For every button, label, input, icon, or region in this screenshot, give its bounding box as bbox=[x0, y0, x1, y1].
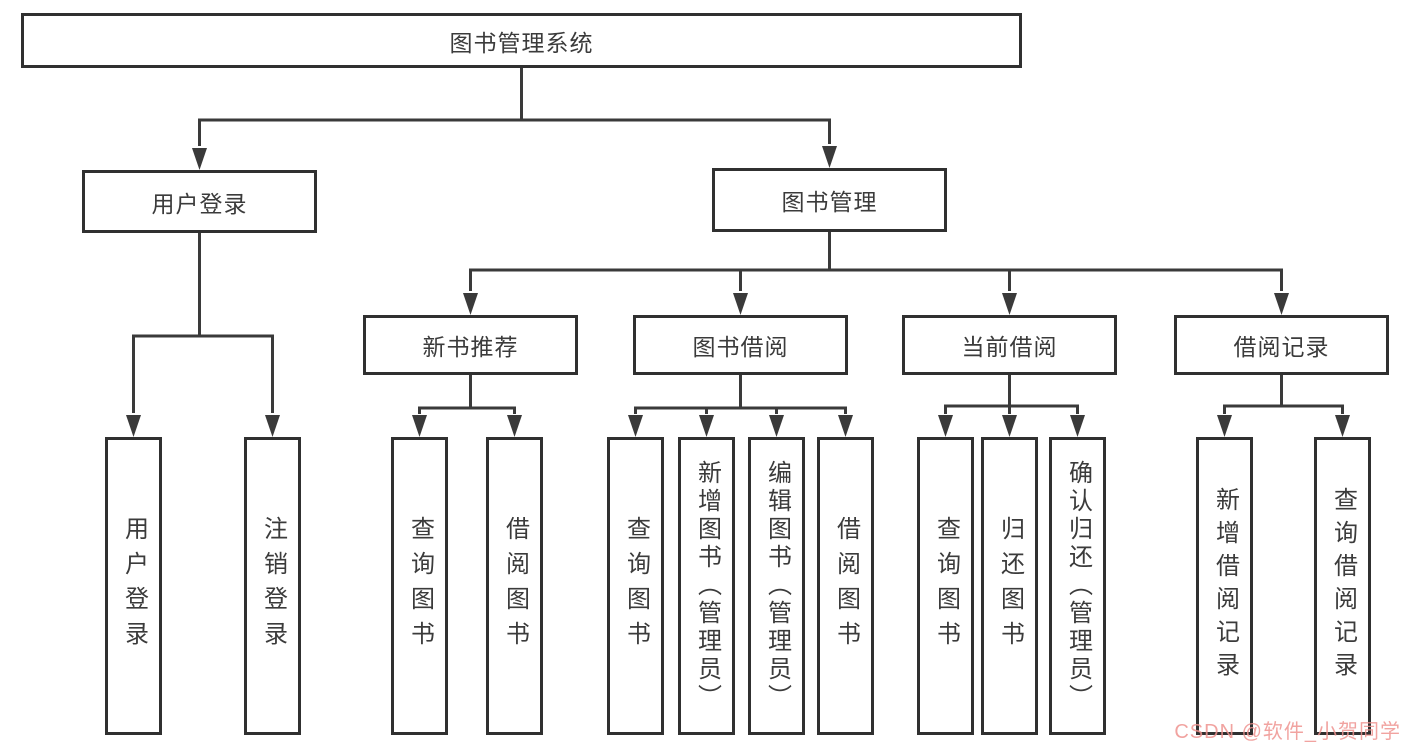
arrow-down-icon bbox=[412, 415, 427, 437]
leaf-query-borrow-record: 查询借阅记录 bbox=[1314, 437, 1371, 735]
leaf-query-books-2: 查询图书 bbox=[607, 437, 664, 735]
arrow-down-icon bbox=[822, 146, 837, 168]
connector-path bbox=[132, 68, 1344, 414]
arrow-down-icon bbox=[838, 415, 853, 437]
leaf-add-borrow-record: 新增借阅记录 bbox=[1196, 437, 1253, 735]
arrow-down-icon bbox=[938, 415, 953, 437]
arrow-down-icon bbox=[463, 293, 478, 315]
leaf-label: 借阅图书 bbox=[501, 516, 529, 656]
leaf-query-books-1: 查询图书 bbox=[391, 437, 448, 735]
arrow-down-icon bbox=[265, 415, 280, 437]
leaf-label: 用户登录 bbox=[120, 516, 148, 656]
leaf-query-books-3: 查询图书 bbox=[917, 437, 974, 735]
leaf-add-book-admin: 新增图书（管理员） bbox=[678, 437, 735, 735]
arrow-down-icon bbox=[1070, 415, 1085, 437]
arrow-down-icon bbox=[1217, 415, 1232, 437]
leaf-label: 查询图书 bbox=[932, 516, 960, 656]
node-book-management: 图书管理 bbox=[712, 168, 947, 232]
leaf-label: 新增借阅记录 bbox=[1211, 487, 1239, 685]
leaf-borrow-books-1: 借阅图书 bbox=[486, 437, 543, 735]
node-label: 新书推荐 bbox=[422, 334, 519, 360]
leaf-label: 查询图书 bbox=[406, 516, 434, 656]
leaf-borrow-books-2: 借阅图书 bbox=[817, 437, 874, 735]
node-new-book-recommend: 新书推荐 bbox=[363, 315, 578, 375]
arrow-down-icon bbox=[507, 415, 522, 437]
arrow-down-icon bbox=[1002, 415, 1017, 437]
node-user-login: 用户登录 bbox=[82, 170, 317, 233]
node-library-management-system: 图书管理系统 bbox=[21, 13, 1022, 68]
arrow-down-icon bbox=[126, 415, 141, 437]
arrow-down-icon bbox=[1002, 293, 1017, 315]
node-label: 图书管理系统 bbox=[449, 29, 594, 56]
node-label: 当前借阅 bbox=[961, 334, 1058, 360]
leaf-user-login: 用户登录 bbox=[105, 437, 162, 735]
arrow-down-icon bbox=[1335, 415, 1350, 437]
arrowheads bbox=[126, 146, 1350, 437]
node-current-borrowing: 当前借阅 bbox=[902, 315, 1117, 375]
node-label: 借阅记录 bbox=[1233, 334, 1330, 360]
arrow-down-icon bbox=[1274, 293, 1289, 315]
node-borrowing-records: 借阅记录 bbox=[1174, 315, 1389, 375]
leaf-label: 归还图书 bbox=[996, 516, 1024, 656]
leaf-label: 查询图书 bbox=[622, 516, 650, 656]
leaf-logout: 注销登录 bbox=[244, 437, 301, 735]
leaf-return-book: 归还图书 bbox=[981, 437, 1038, 735]
watermark: CSDN @软件_小贺同学 bbox=[1174, 721, 1401, 743]
leaf-label: 借阅图书 bbox=[832, 516, 860, 656]
arrow-down-icon bbox=[192, 148, 207, 170]
leaf-label: 新增图书（管理员） bbox=[693, 460, 721, 712]
leaf-confirm-return-admin: 确认归还（管理员） bbox=[1049, 437, 1106, 735]
arrow-down-icon bbox=[769, 415, 784, 437]
leaf-edit-book-admin: 编辑图书（管理员） bbox=[748, 437, 805, 735]
node-label: 图书借阅 bbox=[692, 334, 789, 360]
arrow-down-icon bbox=[733, 293, 748, 315]
arrow-down-icon bbox=[628, 415, 643, 437]
node-label: 图书管理 bbox=[781, 189, 878, 215]
leaf-label: 查询借阅记录 bbox=[1329, 487, 1357, 685]
node-label: 用户登录 bbox=[151, 190, 248, 217]
leaf-label: 编辑图书（管理员） bbox=[763, 460, 791, 712]
leaf-label: 确认归还（管理员） bbox=[1064, 460, 1092, 712]
arrow-down-icon bbox=[699, 415, 714, 437]
node-book-borrowing: 图书借阅 bbox=[633, 315, 848, 375]
leaf-label: 注销登录 bbox=[259, 516, 287, 656]
